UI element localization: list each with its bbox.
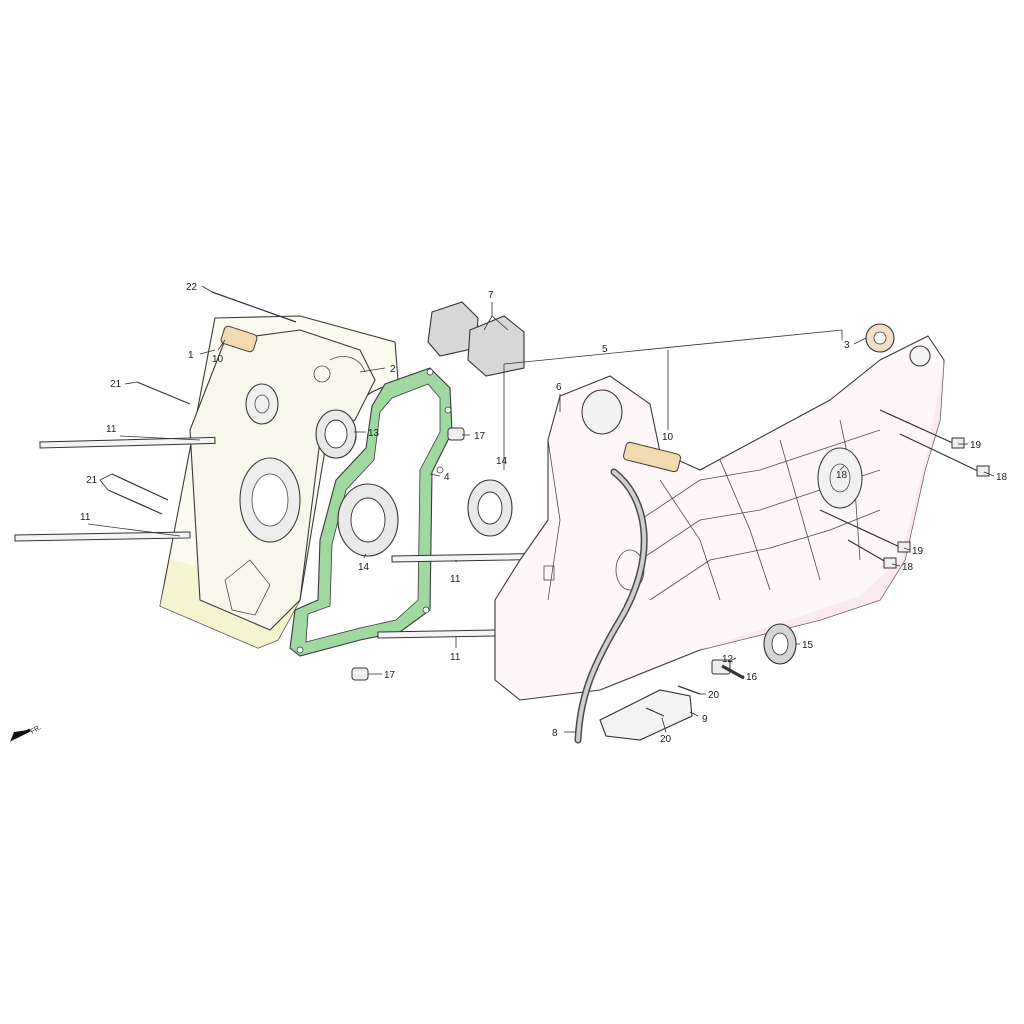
dowel-bushing-left — [220, 325, 258, 353]
label-15: 15 — [802, 640, 814, 651]
label-10-right: 10 — [662, 432, 674, 443]
bearing-14-right — [467, 479, 513, 537]
label-8: 8 — [552, 728, 558, 739]
label-19-top: 19 — [970, 440, 982, 451]
right-crankcase — [494, 335, 945, 701]
label-11-left: 11 — [80, 512, 91, 523]
leader-lines — [87, 285, 995, 733]
front-label: FR. — [30, 724, 43, 736]
label-11-top: 11 — [106, 424, 117, 435]
label-11-bottom: 11 — [450, 652, 461, 663]
label-4: 4 — [444, 472, 450, 483]
label-18-bottom: 18 — [902, 562, 914, 573]
label-16: 16 — [746, 672, 758, 683]
label-9: 9 — [702, 714, 708, 725]
label-21-top: 21 — [110, 379, 122, 390]
label-1: 1 — [188, 350, 194, 361]
label-3: 3 — [844, 340, 850, 351]
label-14-left: 14 — [358, 562, 370, 573]
label-18-boss: 18 — [836, 470, 848, 481]
label-10-left: 10 — [212, 354, 224, 365]
bearing-13 — [315, 409, 357, 459]
front-direction-arrow: FR. — [10, 724, 43, 742]
label-6: 6 — [556, 382, 562, 393]
part-labels: 22 1 10 21 11 21 11 2 13 4 14 17 17 11 1… — [80, 282, 1008, 745]
label-20-bottom: 20 — [660, 734, 672, 745]
label-20-top: 20 — [708, 690, 720, 701]
bushing-3 — [865, 323, 895, 353]
label-17-bottom: 17 — [384, 670, 396, 681]
label-17-top: 17 — [474, 431, 486, 442]
label-21-bottom: 21 — [86, 475, 98, 486]
label-11-middle: 11 — [450, 574, 461, 585]
label-14-right: 14 — [496, 456, 508, 467]
label-18-top: 18 — [996, 472, 1008, 483]
label-5: 5 — [602, 344, 608, 355]
label-13: 13 — [368, 428, 380, 439]
bearing-14-left — [337, 483, 399, 557]
label-7: 7 — [488, 290, 494, 301]
label-12: 12 — [722, 654, 734, 665]
label-2: 2 — [390, 364, 396, 375]
label-22: 22 — [186, 282, 198, 293]
oil-seal — [763, 623, 797, 665]
label-19-bottom: 19 — [912, 546, 924, 557]
rubber-pads — [427, 301, 525, 377]
left-crankcase — [159, 315, 399, 649]
